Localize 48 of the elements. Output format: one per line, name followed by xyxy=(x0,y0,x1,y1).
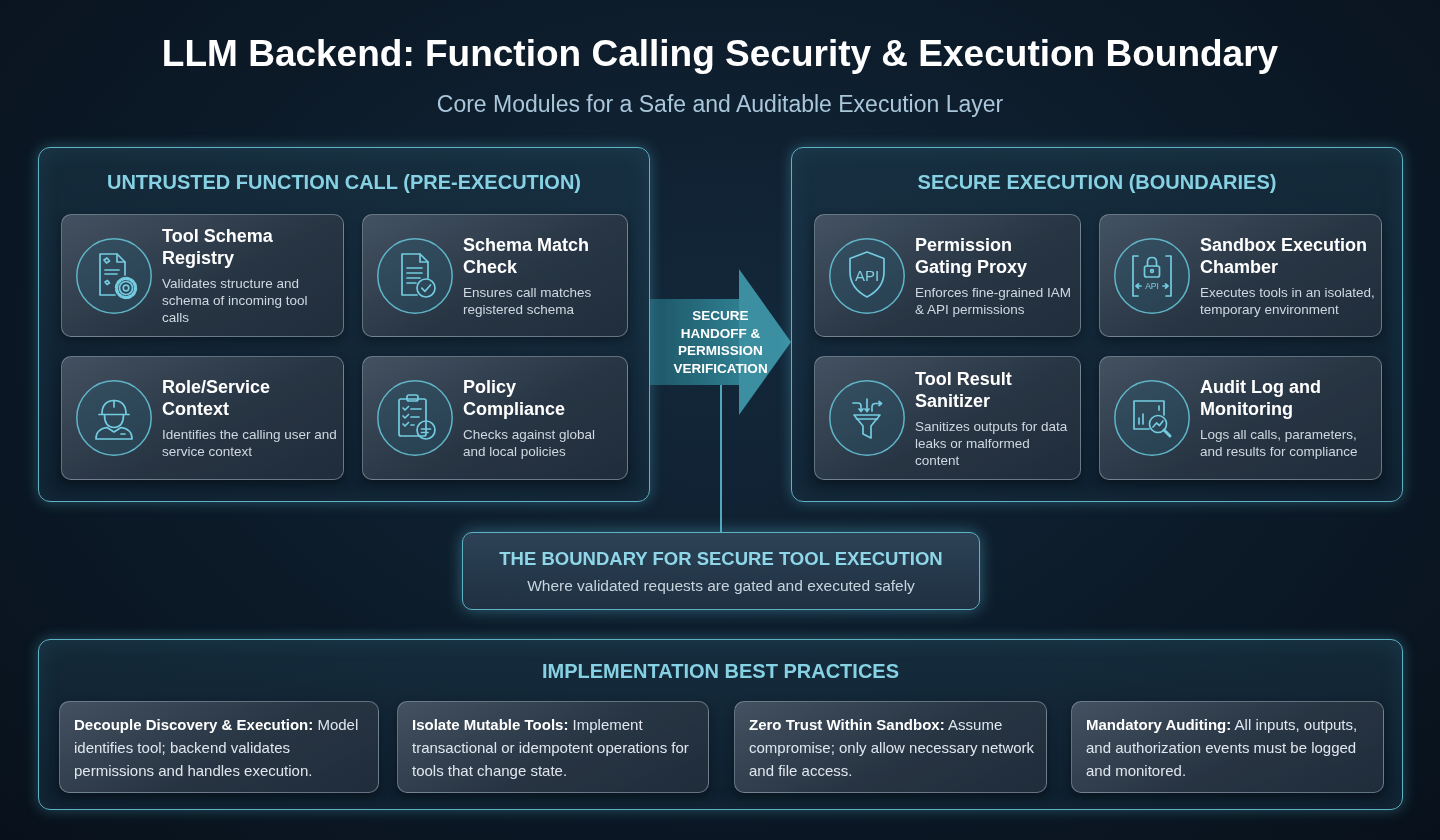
card-title: Policy Compliance xyxy=(463,376,567,420)
card-title: Tool Schema Registry xyxy=(162,225,274,269)
card-title: Schema Match Check xyxy=(463,233,591,278)
icon-label: API xyxy=(1145,281,1159,290)
card-description: Enforces fine-grained IAM & API permissions xyxy=(915,283,1073,318)
card-title: Audit Log and Monitoring xyxy=(1200,376,1322,420)
practice-text: Zero Trust Within Sandbox: Assume compromise; only allow necessary network and file access. xyxy=(749,714,1036,781)
module-card xyxy=(814,214,1081,337)
practice-text: Decouple Discovery & Execution: Model identifies tool; backend validates permissions and handles execution. xyxy=(74,714,360,781)
card-description: Executes tools in an isolated, temporary environment xyxy=(1200,283,1375,318)
practice-text: Isolate Mutable Tools: Implement transactional or idempotent operations for tools that change state. xyxy=(412,714,690,781)
card-title: Role/Service Context xyxy=(162,376,272,420)
module-card xyxy=(362,356,628,480)
module-card xyxy=(362,214,628,337)
module-card xyxy=(61,214,344,337)
panel xyxy=(38,639,1403,810)
card-description: Checks against global and local policies xyxy=(463,426,597,460)
banner-subtitle: Where validated requests are gated and executed safely xyxy=(527,576,915,595)
panel-heading: SECURE EXECUTION (BOUNDARIES) xyxy=(917,170,1277,195)
panel xyxy=(38,147,650,502)
module-card xyxy=(1099,356,1382,480)
practice-card xyxy=(397,701,709,793)
practice-card xyxy=(1071,701,1384,793)
panel xyxy=(791,147,1403,502)
card-title: Permission Gating Proxy xyxy=(915,233,1029,278)
card-description: Validates structure and schema of incoming tool calls xyxy=(162,275,309,326)
module-card xyxy=(61,356,344,480)
block-arrow xyxy=(650,269,791,415)
diagram-title: LLM Backend: Function Calling Security & Execution Boundary xyxy=(161,32,1279,76)
subtitle: Core Modules for a Safe and Auditable Execution Layer xyxy=(436,90,1004,118)
card-title: Sandbox Execution Chamber xyxy=(1200,233,1369,278)
module-card xyxy=(814,356,1081,480)
card-description: Logs all calls, parameters, and results for compliance xyxy=(1200,426,1359,460)
connector-line xyxy=(720,384,722,533)
panel-heading: IMPLEMENTATION BEST PRACTICES xyxy=(542,659,899,684)
card-title: Tool Result Sanitizer xyxy=(915,367,1013,412)
icon-label: API xyxy=(854,267,880,282)
banner-heading: THE BOUNDARY FOR SECURE TOOL EXECUTION xyxy=(499,547,943,570)
card-description: Sanitizes outputs for data leaks or malformed content xyxy=(915,417,1069,469)
panel-heading: UNTRUSTED FUNCTION CALL (PRE-EXECUTION) xyxy=(106,170,582,195)
edge-label: SECURE HANDOFF & PERMISSION VERIFICATION xyxy=(672,307,769,377)
practice-text: Mandatory Auditing: All inputs, outputs, and authorization events must be logged and monitored. xyxy=(1086,714,1359,781)
boundary-banner xyxy=(462,532,980,610)
card-description: Identifies the calling user and service context xyxy=(162,426,337,460)
module-card xyxy=(1099,214,1382,337)
card-description: Ensures call matches registered schema xyxy=(463,283,593,318)
practice-card xyxy=(59,701,379,793)
practice-card xyxy=(734,701,1047,793)
